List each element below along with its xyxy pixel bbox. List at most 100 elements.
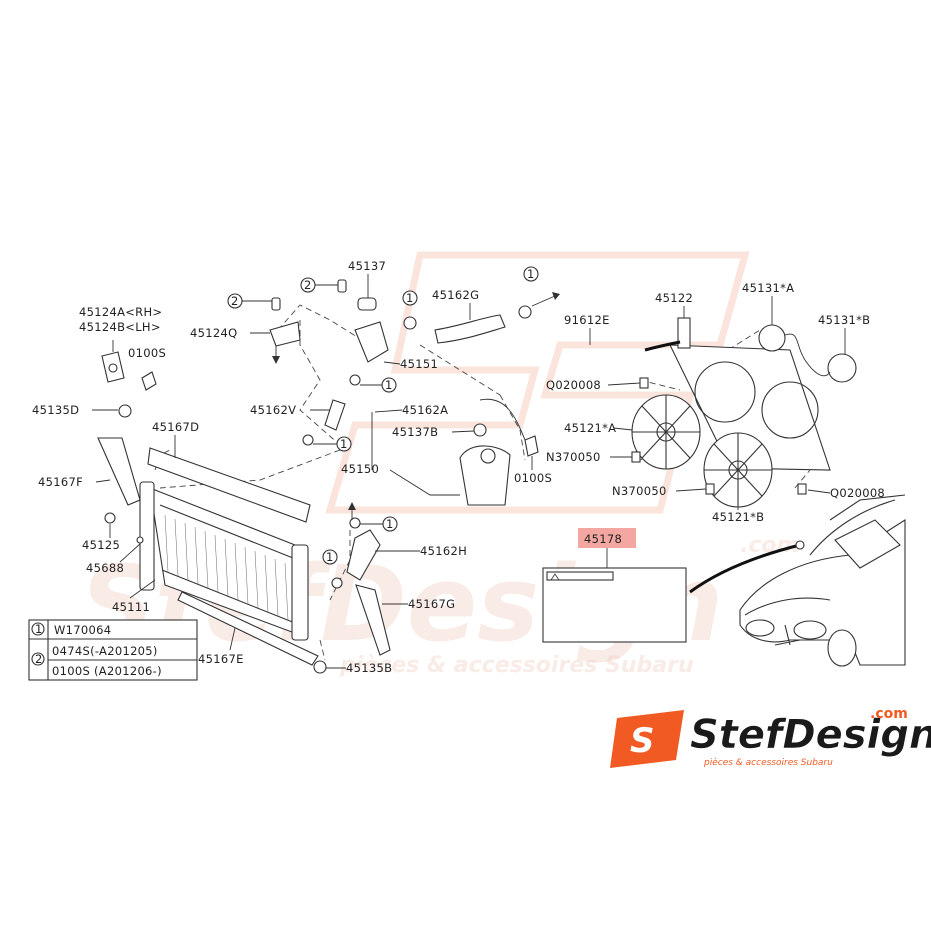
clamp <box>302 434 314 446</box>
nut <box>631 451 641 463</box>
fan-shroud <box>669 317 831 471</box>
label-45135B: 45135B <box>346 661 392 675</box>
highlight-45178 <box>578 528 636 548</box>
ref-1: 1 <box>322 549 338 565</box>
label-45131A: 45131*A <box>742 281 794 295</box>
label-pointer-car <box>689 543 801 594</box>
warning-label-45178: 45178 <box>542 528 801 643</box>
label-45167G: 45167G <box>408 597 455 611</box>
svg-text:1: 1 <box>386 517 394 531</box>
water-outlet <box>354 321 389 363</box>
label-45125: 45125 <box>82 538 120 552</box>
radiator-seal-lower <box>177 591 319 666</box>
drain-plug <box>104 512 116 524</box>
car-illustration <box>739 494 906 667</box>
label-45137B: 45137B <box>392 425 438 439</box>
drain-gasket <box>136 536 144 544</box>
legend-row2-code2: 0100S (A201206-) <box>52 664 162 678</box>
logo-mark-letter: S <box>630 721 655 761</box>
hose-45162H <box>346 529 381 581</box>
hose-45162G <box>434 314 506 344</box>
legend-row2-num: 2 <box>35 652 43 666</box>
radiator-cushion-lower <box>313 660 327 674</box>
label-45162V: 45162V <box>250 403 296 417</box>
watermark-subtext: pièces & accessoires Subaru <box>339 653 694 678</box>
svg-text:2: 2 <box>304 278 312 292</box>
label-0100S-2: 0100S <box>514 471 552 485</box>
label-45124B: 45124B<LH> <box>79 320 161 334</box>
svg-text:1: 1 <box>385 378 393 392</box>
logo-tagline: pièces & accessoires Subaru <box>703 757 833 768</box>
label-45167D: 45167D <box>152 420 199 434</box>
fan-B <box>703 432 773 508</box>
hose-45162V <box>324 399 346 431</box>
ref-2: 2 <box>227 293 272 309</box>
label-N370050-2: N370050 <box>612 484 667 498</box>
clamp <box>349 374 361 386</box>
label-91612E: 91612E <box>564 313 610 327</box>
svg-text:1: 1 <box>527 267 535 281</box>
logo-mark <box>610 710 684 768</box>
label-45137: 45137 <box>348 259 386 273</box>
bracket-45124Q <box>269 321 301 347</box>
label-45178: 45178 <box>584 532 622 546</box>
legend-row1-code: W170064 <box>54 623 111 637</box>
label-N370050: N370050 <box>546 450 601 464</box>
clamp <box>518 305 532 319</box>
bolt <box>337 279 347 293</box>
label-45135D: 45135D <box>32 403 79 417</box>
ref-2: 2 <box>300 277 338 293</box>
ref-1: 1 <box>360 377 397 393</box>
label-Q020008-2: Q020008 <box>830 486 885 500</box>
label-pointer <box>644 340 681 352</box>
label-45151: 45151 <box>400 357 438 371</box>
reservoir-tank <box>459 445 511 506</box>
ref-1: 1 <box>523 266 539 282</box>
label-45124A: 45124A<RH> <box>79 305 162 319</box>
legend-row2-code1: 0474S(-A201205) <box>52 644 158 658</box>
label-45121A: 45121*A <box>564 421 616 435</box>
clamp <box>349 517 361 529</box>
label-45167F: 45167F <box>38 475 83 489</box>
svg-text:1: 1 <box>406 291 414 305</box>
fan-A <box>631 394 701 470</box>
radiator-cap <box>357 297 377 311</box>
brand-logo: S StefDesign .com pièces & accessoires S… <box>610 706 931 768</box>
label-45688: 45688 <box>86 561 124 575</box>
radiator-core <box>139 481 309 641</box>
legend-table: 1 W170064 2 0474S(-A201205) 0100S (A2012… <box>28 619 198 681</box>
circle-refs: 2 2 1 1 1 1 1 1 <box>227 266 539 565</box>
radiator-seal-left <box>97 437 141 506</box>
label-45111: 45111 <box>112 600 150 614</box>
nut <box>705 483 715 495</box>
reservoir-cap <box>473 423 487 437</box>
screw <box>639 377 649 389</box>
screw <box>797 483 807 495</box>
fan-motor-B <box>804 353 857 383</box>
ref-1: 1 <box>360 516 398 532</box>
bolt-0100S-tank <box>524 435 539 457</box>
ref-1: 1 <box>313 436 352 452</box>
label-Q020008: Q020008 <box>546 378 601 392</box>
svg-text:1: 1 <box>340 437 348 451</box>
label-45122: 45122 <box>655 291 693 305</box>
label-45167E: 45167E <box>198 652 244 666</box>
label-45162G: 45162G <box>432 288 479 302</box>
ref-1: 1 <box>402 290 418 306</box>
bolt <box>271 297 281 311</box>
radiator-cushion <box>118 404 132 418</box>
label-45121B: 45121*B <box>712 510 764 524</box>
logo-name: StefDesign <box>690 712 931 758</box>
label-45162H: 45162H <box>420 544 467 558</box>
label-45150: 45150 <box>341 462 379 476</box>
logo-com: .com <box>870 706 908 722</box>
legend-row1-num: 1 <box>35 622 43 636</box>
label-45162A: 45162A <box>402 403 448 417</box>
bolt-0100S <box>141 371 157 391</box>
overflow-hose <box>479 398 526 441</box>
clamp <box>331 577 343 589</box>
radiator-bracket <box>101 340 125 383</box>
label-45131B: 45131*B <box>818 313 870 327</box>
